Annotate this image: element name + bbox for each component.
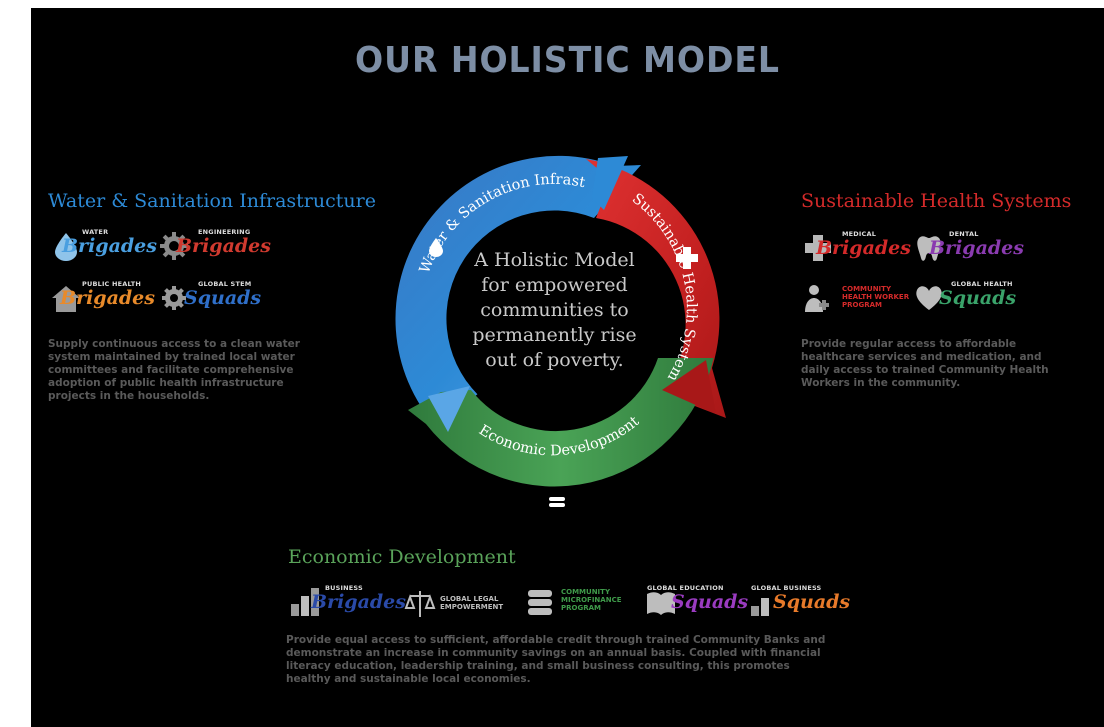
logo-caption: BUSINESS xyxy=(325,584,363,592)
logo-caption: GLOBAL HEALTH xyxy=(951,280,1013,288)
logo-caption: GLOBAL BUSINESS xyxy=(751,584,822,592)
global-business-squads-logo: GLOBAL BUSINESS Squads xyxy=(749,584,851,620)
book-icon xyxy=(647,592,675,615)
water-description-line: adoption of public health infrastructure xyxy=(48,377,284,389)
health-description-line: Provide regular access to affordable xyxy=(801,338,1017,350)
public-health-brigades-logo: PUBLIC HEALTH Brigades xyxy=(50,280,155,316)
arrow-head-health-to-economic xyxy=(662,360,716,414)
logo-script: Brigades xyxy=(60,287,155,309)
arrow-head-water-to-health xyxy=(592,156,628,210)
logo-caption: PUBLIC HEALTH xyxy=(82,280,142,288)
water-section-title: Water & Sanitation Infrastructure xyxy=(48,190,376,212)
logo-script: Brigades xyxy=(62,235,157,257)
water-drop-icon xyxy=(55,233,77,261)
economic-description-line: literacy education, leadership training,… xyxy=(286,660,790,672)
heart-icon xyxy=(916,286,942,310)
tooth-icon xyxy=(917,236,941,261)
water-description-line: Supply continuous access to a clean wate… xyxy=(48,338,300,350)
center-statement-line: A Holistic Model xyxy=(474,249,635,271)
logo-caption: GLOBAL EDUCATION xyxy=(647,584,724,592)
health-worker-icon xyxy=(805,285,829,312)
logo-script: Squads xyxy=(184,287,262,309)
global-legal-empowerment-logo: GLOBAL LEGAL EMPOWERMENT xyxy=(404,586,509,622)
logo-caption: WATER xyxy=(82,228,109,236)
global-health-squads-logo: GLOBAL HEALTH Squads xyxy=(913,280,1018,316)
water-brigades-logo: WATER Brigades xyxy=(50,228,157,264)
water-drop-icon xyxy=(429,238,443,257)
health-description-line: Workers in the community. xyxy=(801,377,961,389)
logo-script: Brigades xyxy=(929,237,1024,259)
center-statement-line: for empowered xyxy=(481,274,628,296)
holistic-cycle-diagram: Water & Sanitation Infrastructure Sustai… xyxy=(366,128,726,507)
coin-stack-icon xyxy=(528,590,552,615)
infographic-canvas: OUR HOLISTIC MODEL Water & Sanitation In… xyxy=(31,8,1104,727)
health-section-title: Sustainable Health Systems xyxy=(801,190,1072,212)
logo-caption: ENGINEERING xyxy=(198,228,251,236)
coin-stack-icon xyxy=(549,497,565,507)
gear-icon xyxy=(160,232,188,260)
logo-caption: MEDICAL xyxy=(842,230,877,238)
economic-description-line: healthy and sustainable local economies. xyxy=(286,673,531,685)
house-icon xyxy=(52,286,80,312)
logo-caption: GLOBAL STEM xyxy=(198,280,252,288)
page-title: OUR HOLISTIC MODEL xyxy=(355,40,780,81)
water-description: Supply continuous access to a clean wate… xyxy=(48,338,323,403)
logo-script: Squads xyxy=(773,591,851,613)
economic-description-line: Provide equal access to sufficient, affo… xyxy=(286,634,826,646)
logo-text: COMMUNITY HEALTH WORKER PROGRAM xyxy=(842,285,910,309)
arrow-head-economic-to-water xyxy=(428,386,470,432)
water-description-line: committees and facilitate comprehensive xyxy=(48,364,294,376)
center-statement: A Holistic Model for empowered communiti… xyxy=(442,248,667,373)
medical-cross-icon xyxy=(805,235,831,261)
bar-blocks-icon xyxy=(291,588,319,616)
medical-cross-icon xyxy=(676,247,698,269)
logo-script: Brigades xyxy=(311,591,406,613)
center-statement-line: out of poverty. xyxy=(485,349,624,371)
economic-description: Provide equal access to sufficient, affo… xyxy=(286,634,846,686)
center-statement-line: communities to xyxy=(480,299,629,321)
bar-blocks-icon xyxy=(751,598,769,616)
logo-caption: DENTAL xyxy=(949,230,979,238)
ring-segment-health xyxy=(586,159,726,418)
health-description-line: healthcare services and medication, and xyxy=(801,351,1042,363)
economic-section-title: Economic Development xyxy=(288,546,516,568)
health-description: Provide regular access to affordable hea… xyxy=(801,338,1081,390)
engineering-brigades-logo: ENGINEERING Brigades xyxy=(158,228,271,264)
dental-brigades-logo: DENTAL Brigades xyxy=(913,230,1024,266)
business-brigades-logo: BUSINESS Brigades xyxy=(289,584,406,620)
logo-script: Brigades xyxy=(176,235,271,257)
logo-script: Brigades xyxy=(816,237,911,259)
health-description-line: daily access to trained Community Health xyxy=(801,364,1049,376)
scales-icon xyxy=(404,591,436,617)
global-education-squads-logo: GLOBAL EDUCATION Squads xyxy=(645,584,749,620)
logo-text: COMMUNITY MICROFINANCE PROGRAM xyxy=(561,588,622,612)
global-stem-squads-logo: GLOBAL STEM Squads xyxy=(158,280,262,316)
gear-icon xyxy=(162,286,186,310)
economic-description-line: demonstrate an increase in community sav… xyxy=(286,647,821,659)
logo-text: GLOBAL LEGAL EMPOWERMENT xyxy=(440,595,504,611)
ring-segment-water xyxy=(395,155,641,428)
community-health-worker-program-logo: COMMUNITY HEALTH WORKER PROGRAM xyxy=(802,280,912,316)
water-description-line: projects in the households. xyxy=(48,390,210,402)
center-statement-line: permanently rise xyxy=(472,324,637,346)
community-microfinance-program-logo: COMMUNITY MICROFINANCE PROGRAM xyxy=(525,584,635,620)
logo-script: Squads xyxy=(939,287,1017,309)
medical-brigades-logo: MEDICAL Brigades xyxy=(802,230,911,266)
ring-segment-economic xyxy=(408,358,714,487)
water-description-line: system maintained by trained local water xyxy=(48,351,295,363)
logo-script: Squads xyxy=(671,591,749,613)
